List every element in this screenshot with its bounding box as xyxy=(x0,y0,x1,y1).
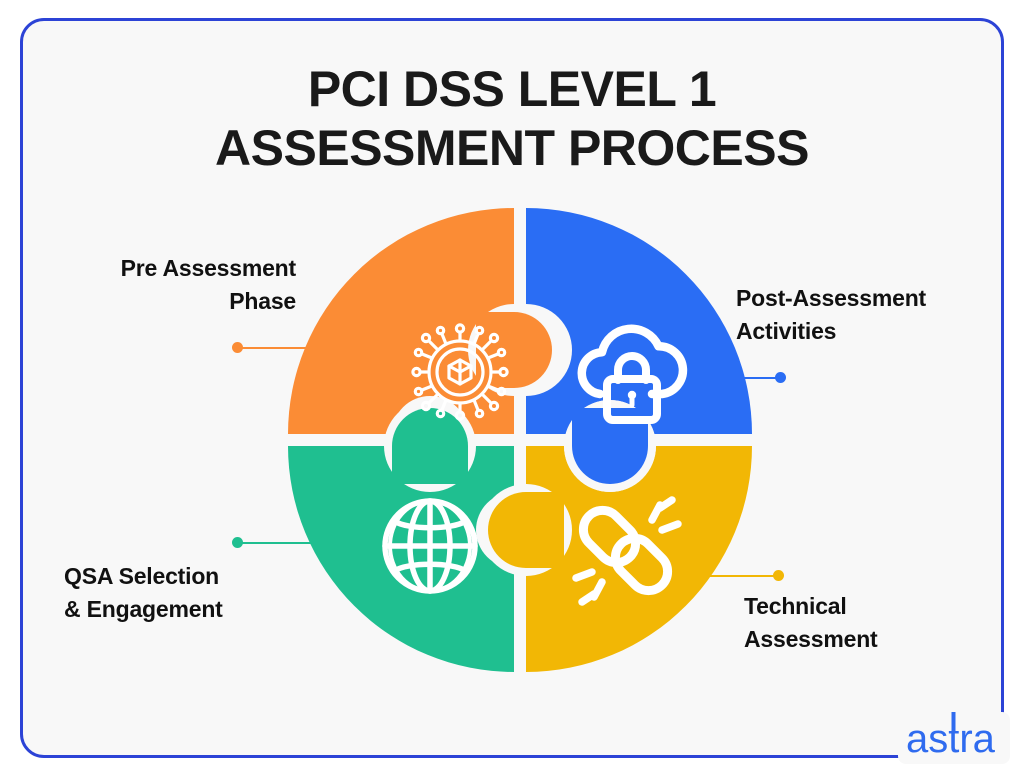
puzzle-diagram xyxy=(288,208,752,672)
connector-line-qsa-selection xyxy=(240,542,332,544)
connector-dot-technical-assessment xyxy=(773,570,784,581)
label-pre-assessment-phase: Pre Assessment Phase xyxy=(40,252,297,317)
puzzle-svg xyxy=(288,208,752,672)
cloud-lock-icon xyxy=(577,324,688,424)
connector-line-technical-assessment xyxy=(706,575,780,577)
globe-icon xyxy=(382,498,478,594)
astra-logo-t-ascender xyxy=(951,712,956,732)
label-qsa-selection-line-2: & Engagement xyxy=(64,595,223,622)
label-qsa-selection-engagement: QSA Selection & Engagement xyxy=(64,560,312,625)
broken-chain-icon xyxy=(572,496,682,606)
label-pre-assessment-line-2: Phase xyxy=(229,287,296,314)
label-technical-assessment-line-1: Technical xyxy=(744,593,847,619)
connector-dot-pre-assessment xyxy=(232,342,243,353)
connector-line-pre-assessment xyxy=(240,347,330,349)
label-qsa-selection-line-1: QSA Selection xyxy=(64,563,220,589)
page-title: PCI DSS LEVEL 1 ASSESSMENT PROCESS xyxy=(0,60,1024,178)
connector-dot-post-assessment xyxy=(775,372,786,383)
label-post-assessment-line-2: Activities xyxy=(736,317,837,344)
astra-logo-text: astra xyxy=(906,717,996,761)
page-title-line-2: ASSESSMENT PROCESS xyxy=(215,120,809,176)
label-post-assessment-line-1: Post-Assessment xyxy=(736,285,927,311)
astra-logo[interactable]: astra xyxy=(898,712,1010,764)
page-title-line-1: PCI DSS LEVEL 1 xyxy=(307,61,717,117)
puzzle-knobs xyxy=(384,304,656,576)
label-pre-assessment-line-1: Pre Assessment xyxy=(120,255,297,281)
label-technical-assessment-line-2: Assessment xyxy=(744,625,878,652)
connector-line-post-assessment xyxy=(712,377,782,379)
puzzle-seams xyxy=(288,208,752,672)
astra-logo-mark: astra xyxy=(906,712,996,761)
label-technical-assessment: Technical Assessment xyxy=(744,590,1004,655)
connector-dot-qsa-selection xyxy=(232,537,243,548)
network-cube-icon xyxy=(411,323,509,421)
label-post-assessment-activities: Post-Assessment Activities xyxy=(736,282,1006,347)
